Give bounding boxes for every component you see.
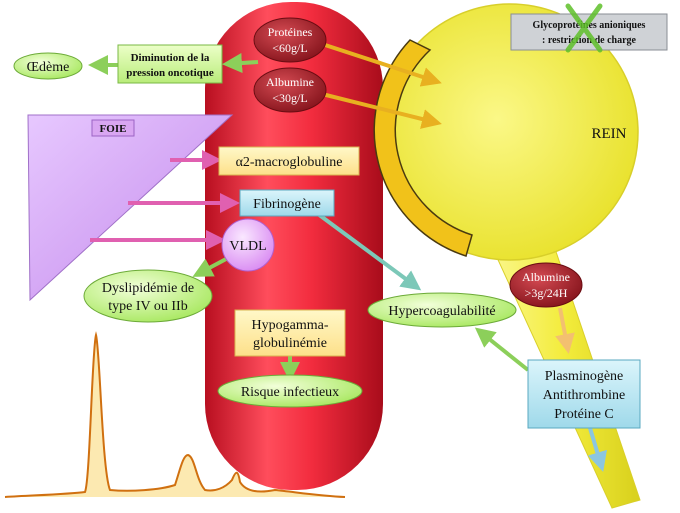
hypogamma-box bbox=[234, 309, 346, 357]
albumine-urinaire-label-2: >3g/24H bbox=[525, 286, 568, 300]
blood-vessel bbox=[205, 2, 383, 490]
alpha2-label: α2-macroglobuline bbox=[236, 155, 343, 170]
vldl-label: VLDL bbox=[229, 239, 266, 254]
vldl-circle bbox=[221, 218, 275, 272]
proteines-oval bbox=[253, 17, 327, 63]
hypogamma-label-2: globulinémie bbox=[253, 336, 327, 351]
plasmino-label-1: Plasminogène bbox=[545, 369, 624, 384]
electrophoresis-curve bbox=[4, 331, 346, 498]
plasmino-label-3: Protéine C bbox=[554, 407, 614, 422]
arrow-plasmino-urinaire bbox=[587, 427, 607, 472]
foie-box bbox=[91, 119, 135, 137]
dyslipidemie-ellipse bbox=[83, 269, 213, 323]
fibrinogene-box bbox=[239, 189, 335, 217]
albumine-oval bbox=[253, 67, 327, 113]
risque-label: Risque infectieux bbox=[241, 385, 339, 400]
risque-ellipse bbox=[217, 374, 363, 408]
diminution-box bbox=[117, 44, 223, 84]
diminution-label-2: pression oncotique bbox=[126, 67, 214, 79]
dyslip-label-1: Dyslipidémie de bbox=[102, 281, 194, 296]
rein-label: REIN bbox=[592, 126, 627, 142]
albumine-label-1: Albumine bbox=[266, 75, 314, 89]
arrow-albumine-to-rein bbox=[321, 92, 442, 129]
arrow-fibrinogene-to-hypercoag bbox=[316, 212, 422, 291]
hypercoag-ellipse bbox=[367, 292, 517, 328]
alpha2-box bbox=[218, 146, 360, 176]
plasmino-label-2: Antithrombine bbox=[543, 388, 625, 403]
arrow-proteines-to-rein bbox=[321, 42, 442, 87]
albumine-urinaire-oval bbox=[509, 262, 583, 308]
oedeme-ellipse bbox=[13, 52, 83, 80]
diminution-label-1: Diminution de la bbox=[131, 52, 210, 64]
dyslip-label-2: type IV ou IIb bbox=[108, 299, 187, 314]
arrow-vldl-to-dyslipidemie bbox=[192, 256, 229, 277]
proteines-label-1: Protéines bbox=[268, 25, 313, 39]
arrow-albumine-urinaire bbox=[555, 307, 575, 354]
arrow-plasmino-to-hypercoag bbox=[474, 327, 530, 372]
glomerular-capsule-arc bbox=[373, 39, 473, 257]
glyco-label-2: : restriction de charge bbox=[542, 35, 637, 46]
hypogamma-label-1: Hypogamma- bbox=[252, 318, 329, 333]
proteines-label-2: <60g/L bbox=[272, 41, 307, 55]
arrow-vessel-to-diminution bbox=[222, 53, 259, 73]
fibrinogene-label: Fibrinogène bbox=[253, 197, 321, 212]
albumine-urinaire-label-1: Albumine bbox=[522, 270, 570, 284]
plasminogene-box bbox=[527, 359, 641, 429]
cross-icon bbox=[565, 3, 603, 53]
albumine-label-2: <30g/L bbox=[272, 91, 307, 105]
glyco-label-1: Glycoprotéines anioniques bbox=[533, 20, 646, 31]
hypercoag-label: Hypercoagulabilité bbox=[388, 304, 495, 319]
foie-label: FOIE bbox=[100, 123, 127, 135]
oedeme-label: Œdème bbox=[27, 60, 70, 75]
